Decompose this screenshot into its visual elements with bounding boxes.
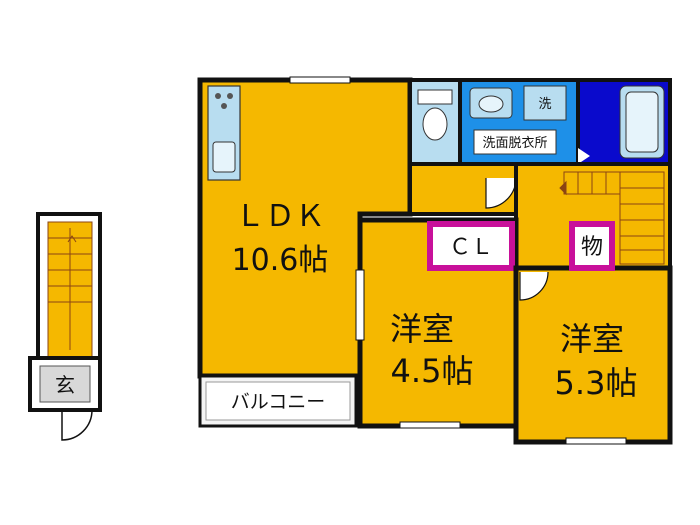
basin-bowl-icon	[478, 95, 504, 113]
entrance-floor	[39, 365, 91, 403]
room2-window	[565, 437, 627, 445]
bath-door-icon	[578, 148, 590, 164]
toilet-tank-icon	[417, 89, 453, 105]
room1-size: 4.5帖	[391, 352, 474, 390]
balcony-inner	[205, 381, 351, 421]
washing-machine-label: 洗	[538, 97, 551, 112]
stair-arrow-icon	[67, 235, 77, 243]
ldk-window-top	[289, 76, 351, 84]
room2-name: 洋室	[560, 320, 624, 358]
entrance-stair-unit: 玄	[28, 212, 102, 441]
entrance-door-swing	[61, 409, 93, 441]
room1-window	[399, 421, 461, 429]
stair-steps	[48, 228, 92, 350]
ldk-size: 10.6帖	[232, 243, 329, 278]
room2-door-swing	[519, 271, 549, 301]
ldk-name: ＬＤＫ	[235, 199, 325, 234]
upper-stair-steps	[559, 171, 665, 265]
closet-label-dup: ＣＬ	[449, 235, 493, 260]
room2-size: 5.3帖	[555, 364, 638, 402]
entrance-label: 玄	[55, 373, 75, 397]
washroom-label: 洗面脱衣所	[482, 135, 547, 151]
washroom-label-box	[473, 129, 557, 155]
balcony-label: バルコニー	[231, 391, 326, 413]
storage-label-dup: 物	[581, 235, 603, 260]
toilet-bowl-icon	[422, 107, 448, 141]
main-unit: ＬＤＫ 10.6帖 バルコニー 洗 洗面脱衣所	[197, 76, 673, 445]
stove-burner-icon	[221, 103, 227, 109]
washing-machine-space	[523, 85, 567, 121]
sink-icon	[212, 141, 236, 173]
stove-burner-icon	[227, 93, 233, 99]
room1-name: 洋室	[390, 310, 454, 348]
room1-sliding-door	[355, 269, 365, 341]
stove-burner-icon	[215, 93, 221, 99]
